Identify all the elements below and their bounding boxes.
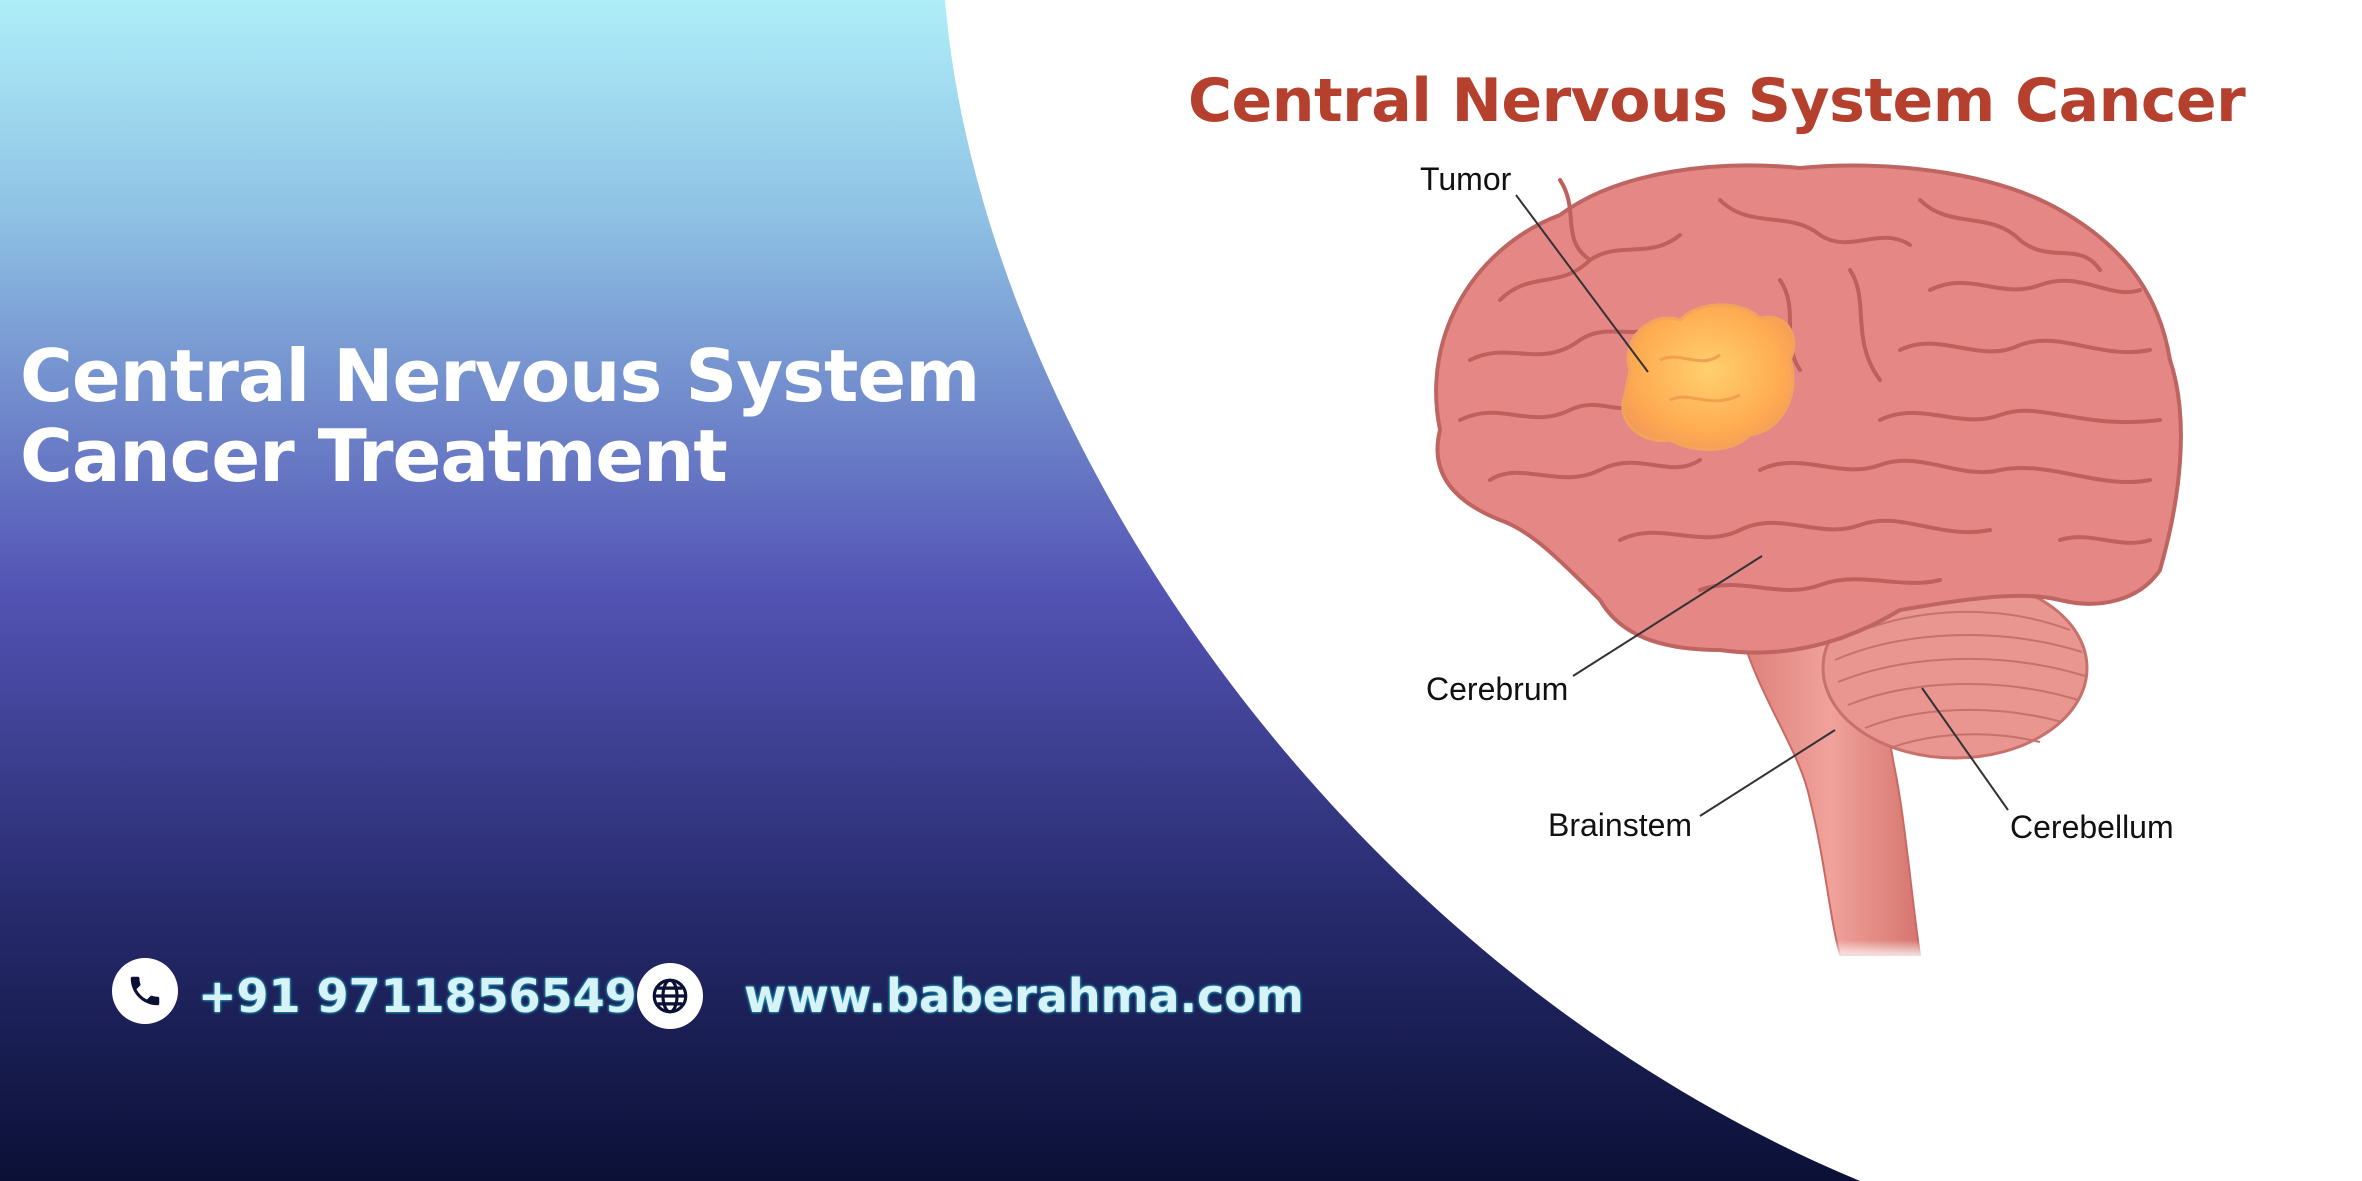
label-leader-lines xyxy=(1515,194,2009,817)
globe-icon xyxy=(637,963,703,1029)
headline-line-1: Central Nervous System xyxy=(20,334,980,418)
label-brainstem: Brainstem xyxy=(1548,807,1693,843)
website-link[interactable]: www.baberahma.com xyxy=(744,969,1304,1023)
label-cerebellum: Cerebellum xyxy=(2010,809,2174,845)
left-gradient-panel xyxy=(0,0,1860,1181)
headline-line-2: Cancer Treatment xyxy=(20,414,728,498)
brainstem-leader-line xyxy=(1699,729,1836,817)
phone-icon xyxy=(112,958,178,1024)
illustration-title: Central Nervous System Cancer xyxy=(1188,66,2246,136)
tumor-leader-line xyxy=(1515,194,1649,373)
tumor-shape xyxy=(1621,303,1796,451)
label-tumor: Tumor xyxy=(1420,161,1512,197)
label-cerebrum: Cerebrum xyxy=(1426,671,1569,707)
brain-illustration xyxy=(1434,163,2183,960)
cerebellum-leader-line xyxy=(1921,687,2009,811)
headline: Central Nervous System Cancer Treatment xyxy=(20,334,980,498)
cerebrum-leader-line xyxy=(1572,555,1763,677)
phone-number[interactable]: +91 9711856549 xyxy=(198,969,637,1023)
tumor-texture xyxy=(1659,353,1741,403)
